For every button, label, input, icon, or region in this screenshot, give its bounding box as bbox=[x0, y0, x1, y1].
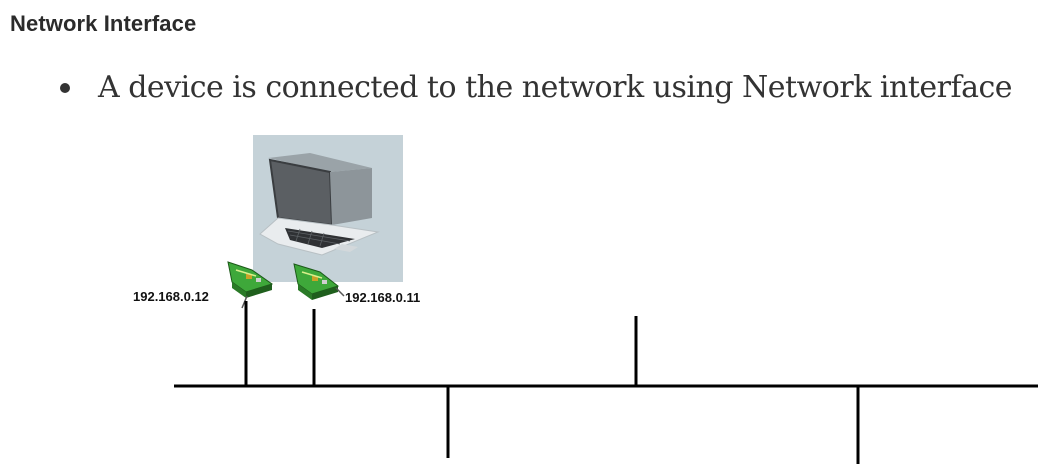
ip-label-192-168-0-12: 192.168.0.12 bbox=[133, 289, 209, 304]
bullet-item: A device is connected to the network usi… bbox=[60, 70, 1013, 105]
network-card-icon bbox=[227, 261, 274, 309]
network-card-icon bbox=[293, 263, 345, 300]
bullet-dot bbox=[60, 82, 70, 93]
laptop-icon bbox=[253, 135, 403, 282]
ip-label-192-168-0-11: 192.168.0.11 bbox=[345, 290, 420, 305]
bullet-text: A device is connected to the network usi… bbox=[98, 70, 1013, 105]
page-title: Network Interface bbox=[10, 11, 197, 36]
network-bus bbox=[174, 301, 1038, 464]
